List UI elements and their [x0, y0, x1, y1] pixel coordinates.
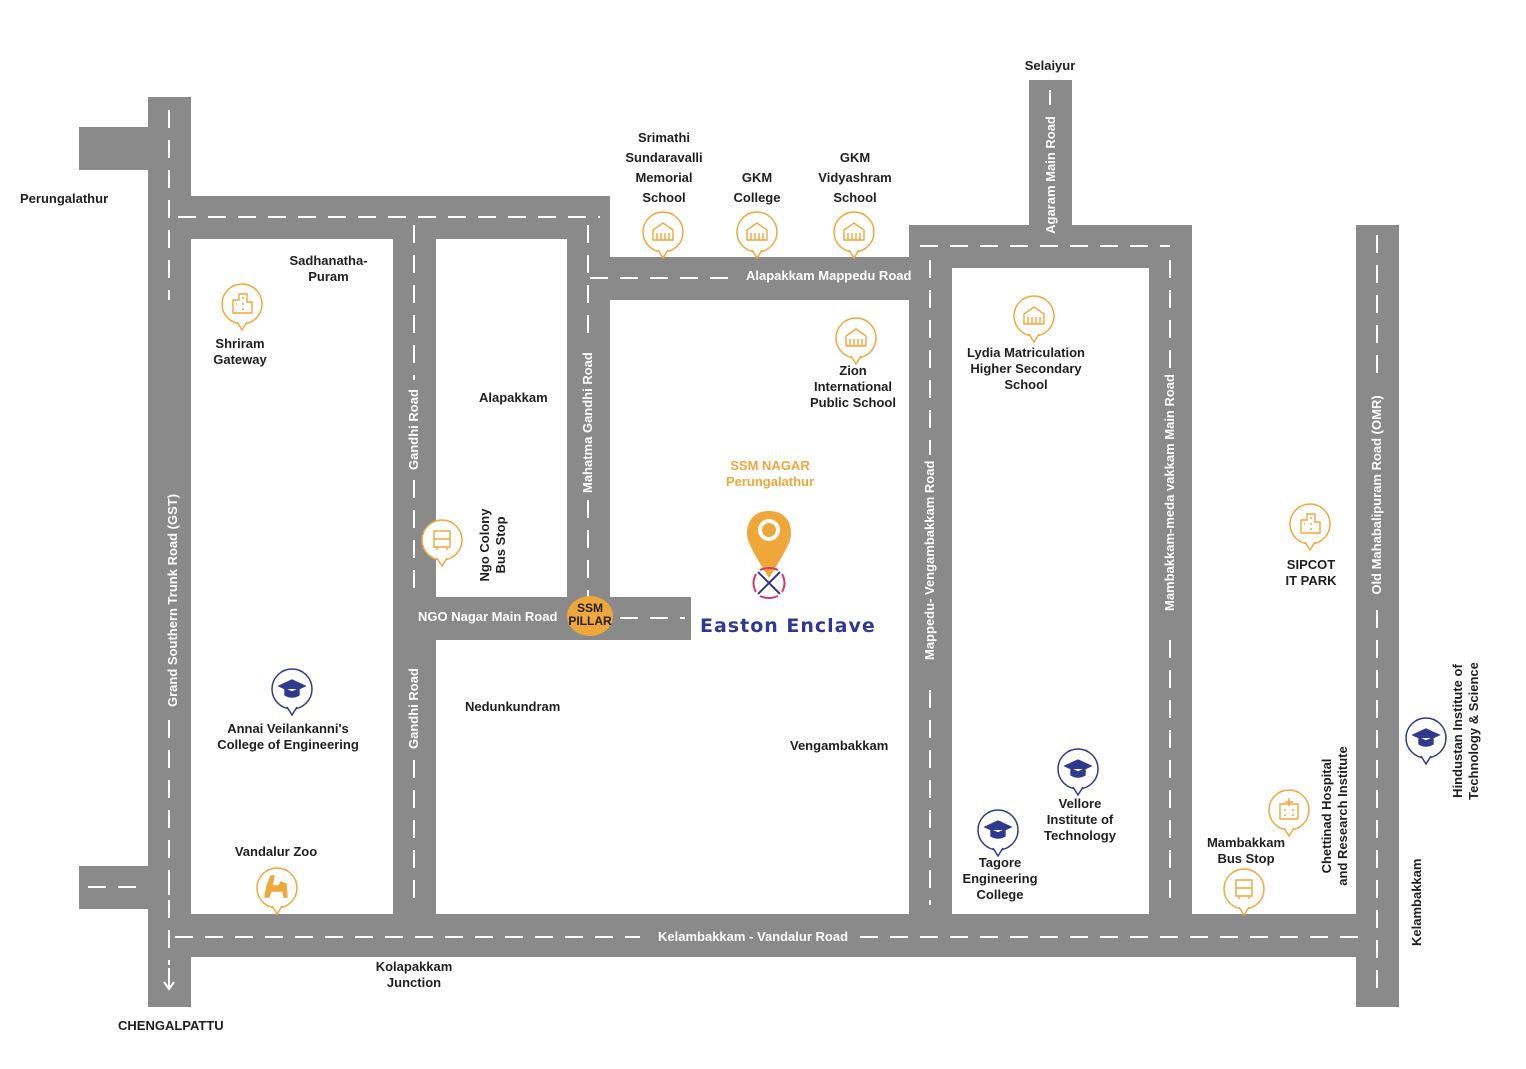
kelambakkam-vandalur-road	[148, 914, 1399, 957]
school-building-icon	[736, 211, 778, 260]
school-building-icon	[833, 211, 875, 260]
school-building-icon	[642, 211, 684, 260]
mappedu-vengambakkam-road	[909, 225, 952, 915]
road-label-agaram: Agaram Main Road	[1043, 116, 1058, 234]
label-shriram-gateway: Shriram Gateway	[213, 336, 267, 367]
label-gkm-vidyashram: GKM Vidyashram School	[818, 150, 892, 205]
label-srimathi: Srimathi Sundaravalli Memorial School	[625, 130, 703, 205]
school-building-icon	[835, 317, 877, 366]
location-pin-icon	[747, 511, 791, 578]
hospital-icon	[1268, 789, 1310, 838]
road-label-gandhi-upper: Gandhi Road	[406, 389, 421, 470]
ngo-nagar-road	[393, 597, 691, 640]
project-location-name: SSM NAGAR Perungalathur	[725, 458, 815, 489]
mambakkam-medavakkam-road	[1149, 225, 1192, 925]
graduation-cap-icon	[1405, 717, 1447, 766]
agaram-road	[1029, 80, 1072, 250]
perungalathur-stub	[79, 127, 149, 170]
label-nedunkundram: Nedunkundram	[465, 699, 561, 714]
easton-logo-icon	[752, 567, 786, 599]
label-alapakkam: Alapakkam	[479, 390, 548, 405]
road-label-kelambakkam-vandalur: Kelambakkam - Vandalur Road	[658, 929, 849, 944]
poi-pins	[221, 211, 1447, 917]
label-ngo-colony: Ngo Colony Bus Stop	[477, 508, 508, 582]
label-mambakkam-bus: Mambakkam Bus Stop	[1206, 835, 1286, 866]
road-dashes	[88, 90, 1378, 1000]
label-vandalur-zoo: Vandalur Zoo	[234, 844, 318, 859]
label-selaiyur: Selaiyur	[1024, 58, 1076, 73]
bus-icon	[1223, 868, 1265, 917]
label-sadhanathapuram: Sadhanatha- Puram	[289, 253, 368, 284]
label-kelambakkam: Kelambakkam	[1409, 858, 1424, 946]
road-label-gandhi-lower: Gandhi Road	[406, 668, 421, 749]
ssm-pillar-label: SSM PILLAR	[568, 601, 612, 628]
label-kolapakkam: Kolapakkam Junction	[375, 959, 453, 990]
road-label-mahatma: Mahatma Gandhi Road	[580, 352, 595, 493]
label-chettinad: Chettinad Hospital and Research Institut…	[1319, 746, 1350, 886]
label-tagore: Tagore Engineering College	[962, 855, 1038, 902]
label-perungalathur: Perungalathur	[20, 191, 109, 206]
road-label-gst: Grand Southern Trunk Road (GST)	[165, 493, 180, 707]
road-label-mappedu-vengambakkam: Mappedu- Vengambakkam Road	[922, 460, 937, 660]
giraffe-icon	[256, 867, 298, 916]
easton-enclave-brand: Easton Enclave	[700, 615, 876, 637]
graduation-cap-icon	[1057, 748, 1099, 797]
label-chengalpattu: CHENGALPATTU	[118, 1018, 224, 1033]
road-label-mambakkam-medavakkam: Mambakkam-meda vakkam Main Road	[1162, 374, 1177, 611]
label-gkm-college: GKM College	[733, 170, 781, 205]
label-hindustan: Hindustan Institute of Technology & Scie…	[1450, 662, 1481, 800]
label-vellore: Vellore Institute of Technology	[1044, 796, 1116, 843]
road-label-ngo-nagar: NGO Nagar Main Road	[418, 609, 558, 624]
label-vengambakkam: Vengambakkam	[790, 738, 889, 753]
graduation-cap-icon	[271, 668, 313, 717]
south-arrow	[163, 968, 175, 991]
ssm-pillar-marker: SSM PILLAR	[567, 596, 613, 636]
road-label-omr: Old Mahabalipuram Road (OMR)	[1369, 395, 1384, 595]
label-lydia: Lydia Matriculation Higher Secondary Sch…	[967, 345, 1085, 392]
office-building-icon	[221, 283, 263, 332]
office-building-icon	[1289, 503, 1331, 552]
school-building-icon	[1013, 295, 1055, 344]
bus-icon	[421, 519, 463, 568]
label-annai: Annai Veilankanni's College of Engineeri…	[217, 721, 359, 752]
graduation-cap-icon	[977, 809, 1019, 858]
label-sipcot: SIPCOT IT PARK	[1285, 557, 1337, 588]
label-zion: Zion International Public School	[810, 363, 896, 410]
road-label-alapakkam-mappedu: Alapakkam Mappedu Road	[746, 268, 912, 283]
